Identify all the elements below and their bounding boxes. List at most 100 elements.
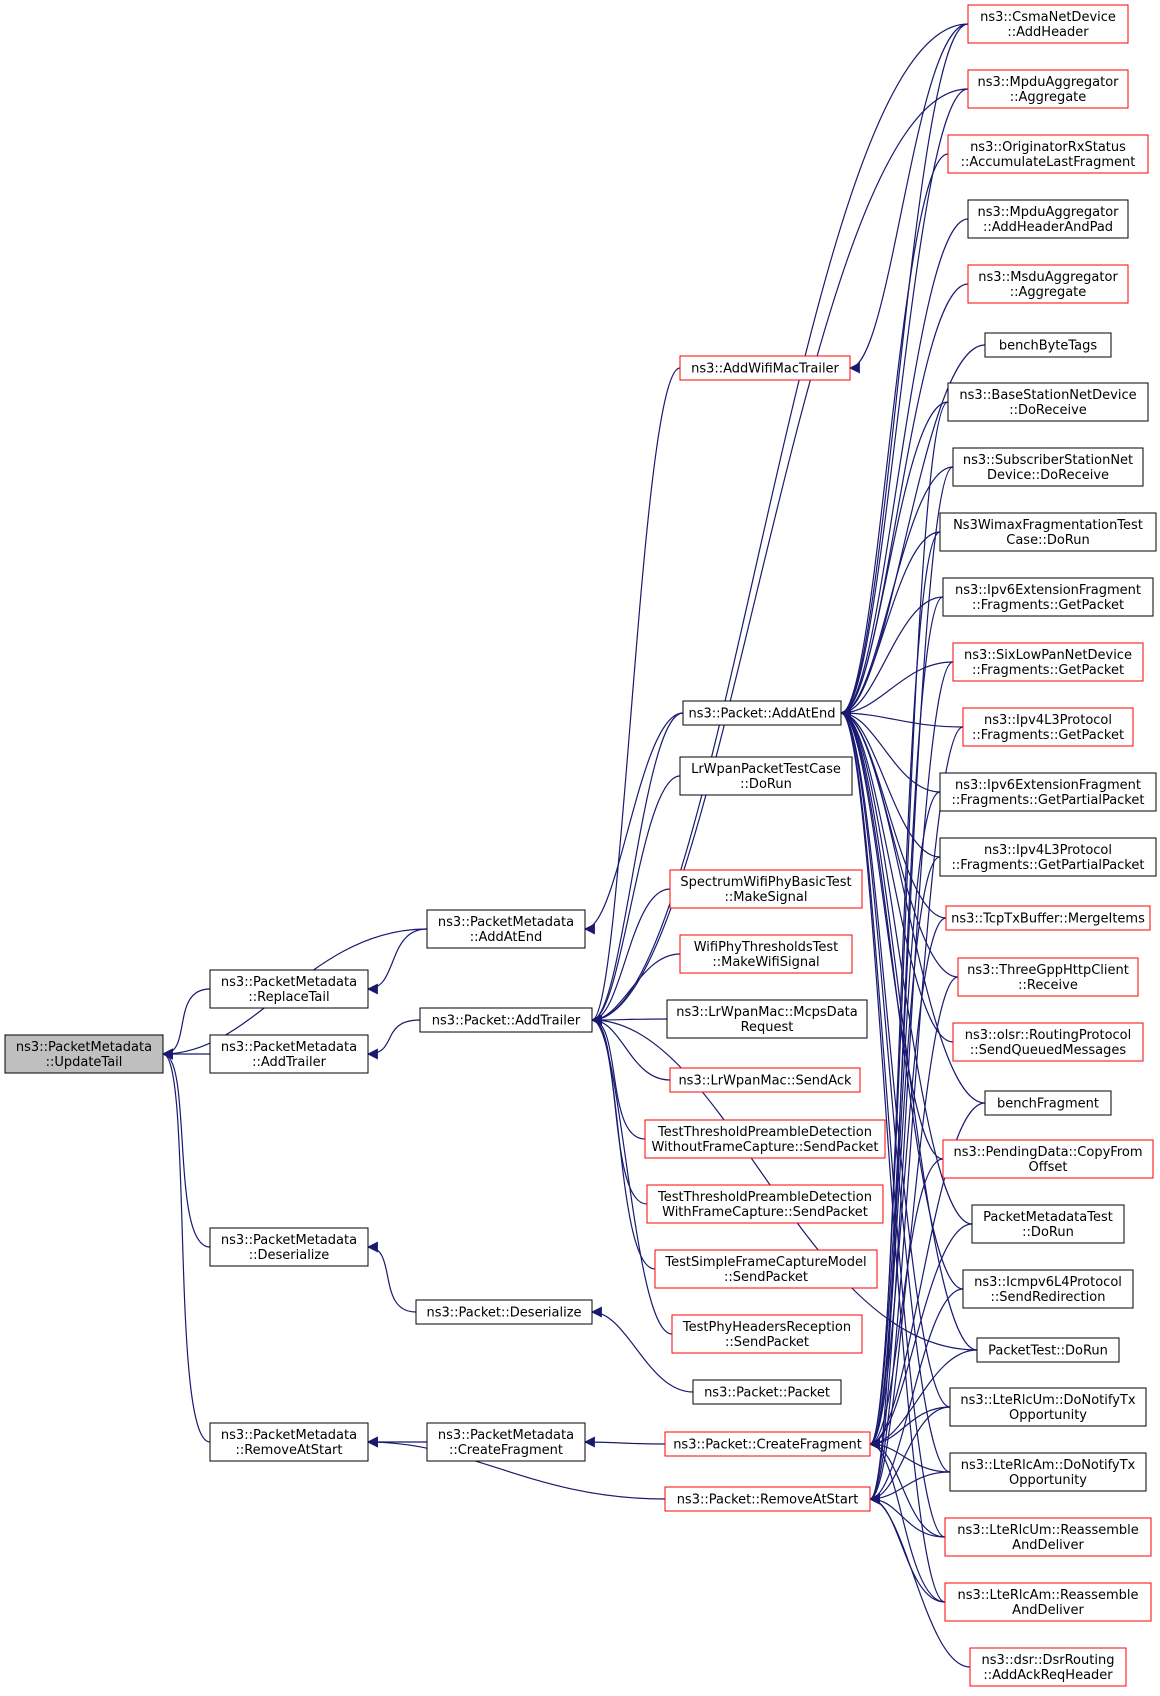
node-box[interactable] — [967, 264, 1129, 304]
graph-node-n15[interactable]: ns3::LrWpanMac::SendAck — [669, 1067, 861, 1093]
graph-node-n36[interactable]: ns3::Ipv4L3Protocol::Fragments::GetParti… — [939, 837, 1157, 877]
graph-node-n0[interactable]: ns3::PacketMetadata::UpdateTail — [4, 1034, 164, 1074]
graph-node-n11[interactable]: LrWpanPacketTestCase::DoRun — [679, 756, 853, 796]
graph-node-n42[interactable]: PacketMetadataTest::DoRun — [971, 1204, 1125, 1244]
graph-node-n29[interactable]: ns3::BaseStationNetDevice::DoReceive — [947, 382, 1149, 422]
graph-node-n23[interactable]: ns3::CsmaNetDevice::AddHeader — [967, 4, 1129, 44]
node-box[interactable] — [644, 1119, 886, 1159]
node-box[interactable] — [939, 772, 1157, 812]
graph-node-n13[interactable]: WifiPhyThresholdsTest::MakeWifiSignal — [679, 934, 853, 974]
node-box[interactable] — [679, 934, 853, 974]
node-box[interactable] — [654, 1249, 878, 1289]
node-box[interactable] — [942, 577, 1154, 617]
node-box[interactable] — [671, 1314, 863, 1354]
graph-node-n34[interactable]: ns3::Ipv4L3Protocol::Fragments::GetPacke… — [962, 707, 1134, 747]
node-box[interactable] — [957, 957, 1139, 997]
graph-node-n37[interactable]: ns3::TcpTxBuffer::MergeItems — [945, 905, 1151, 931]
graph-node-n26[interactable]: ns3::MpduAggregator::AddHeaderAndPad — [967, 199, 1129, 239]
node-box[interactable] — [415, 1299, 593, 1325]
node-box[interactable] — [939, 837, 1157, 877]
node-box[interactable] — [967, 199, 1129, 239]
graph-node-n49[interactable]: ns3::dsr::DsrRouting::AddAckReqHeader — [969, 1647, 1127, 1687]
node-box[interactable] — [949, 1387, 1147, 1427]
graph-node-n1[interactable]: ns3::PacketMetadata::ReplaceTail — [209, 969, 369, 1009]
node-box[interactable] — [967, 4, 1129, 44]
node-box[interactable] — [682, 700, 842, 726]
graph-node-n19[interactable]: TestPhyHeadersReception::SendPacket — [671, 1314, 863, 1354]
node-box[interactable] — [669, 1067, 861, 1093]
graph-node-n39[interactable]: ns3::olsr::RoutingProtocol::SendQueuedMe… — [952, 1022, 1144, 1062]
graph-node-n8[interactable]: ns3::PacketMetadata::CreateFragment — [426, 1422, 586, 1462]
graph-node-n10[interactable]: ns3::Packet::AddAtEnd — [682, 700, 842, 726]
node-box[interactable] — [426, 1422, 586, 1462]
node-box[interactable] — [962, 707, 1134, 747]
node-box[interactable] — [646, 1184, 884, 1224]
node-box[interactable] — [944, 1517, 1152, 1557]
node-box[interactable] — [419, 1007, 593, 1033]
graph-node-n40[interactable]: benchFragment — [984, 1090, 1112, 1116]
node-box[interactable] — [942, 1139, 1154, 1179]
node-box[interactable] — [664, 1431, 871, 1457]
graph-node-n7[interactable]: ns3::Packet::Deserialize — [415, 1299, 593, 1325]
graph-node-n6[interactable]: ns3::Packet::AddTrailer — [419, 1007, 593, 1033]
node-box[interactable] — [669, 869, 863, 909]
node-box[interactable] — [945, 905, 1151, 931]
graph-node-n28[interactable]: benchByteTags — [984, 332, 1112, 358]
node-box[interactable] — [947, 382, 1149, 422]
node-box[interactable] — [947, 134, 1149, 174]
graph-node-n21[interactable]: ns3::Packet::CreateFragment — [664, 1431, 871, 1457]
node-box[interactable] — [209, 969, 369, 1009]
node-box[interactable] — [969, 1647, 1127, 1687]
graph-node-n27[interactable]: ns3::MsduAggregator::Aggregate — [967, 264, 1129, 304]
graph-node-n35[interactable]: ns3::Ipv6ExtensionFragment::Fragments::G… — [939, 772, 1157, 812]
graph-node-n4[interactable]: ns3::PacketMetadata::RemoveAtStart — [209, 1422, 369, 1462]
node-box[interactable] — [984, 1090, 1112, 1116]
node-box[interactable] — [679, 756, 853, 796]
graph-node-n17[interactable]: TestThresholdPreambleDetectionWithFrameC… — [646, 1184, 884, 1224]
node-box[interactable] — [952, 1022, 1144, 1062]
node-box[interactable] — [209, 1422, 369, 1462]
node-box[interactable] — [984, 332, 1112, 358]
graph-node-n5[interactable]: ns3::PacketMetadata::AddAtEnd — [426, 909, 586, 949]
node-box[interactable] — [692, 1379, 842, 1405]
node-box[interactable] — [679, 355, 851, 381]
graph-node-n38[interactable]: ns3::ThreeGppHttpClient::Receive — [957, 957, 1139, 997]
node-box[interactable] — [939, 512, 1157, 552]
node-box[interactable] — [976, 1337, 1120, 1363]
node-box[interactable] — [664, 1486, 871, 1512]
graph-node-n24[interactable]: ns3::MpduAggregator::Aggregate — [967, 69, 1129, 109]
node-box[interactable] — [952, 642, 1144, 682]
node-box[interactable] — [967, 69, 1129, 109]
graph-node-n16[interactable]: TestThresholdPreambleDetectionWithoutFra… — [644, 1119, 886, 1159]
graph-node-n12[interactable]: SpectrumWifiPhyBasicTest::MakeSignal — [669, 869, 863, 909]
graph-node-n44[interactable]: PacketTest::DoRun — [976, 1337, 1120, 1363]
graph-node-n20[interactable]: ns3::Packet::Packet — [692, 1379, 842, 1405]
graph-node-n33[interactable]: ns3::SixLowPanNetDevice::Fragments::GetP… — [952, 642, 1144, 682]
node-box[interactable] — [944, 1582, 1152, 1622]
node-box[interactable] — [4, 1034, 164, 1074]
node-box[interactable] — [209, 1034, 369, 1074]
graph-node-n30[interactable]: ns3::SubscriberStationNetDevice::DoRecei… — [952, 447, 1144, 487]
graph-node-n18[interactable]: TestSimpleFrameCaptureModel::SendPacket — [654, 1249, 878, 1289]
graph-node-n2[interactable]: ns3::PacketMetadata::AddTrailer — [209, 1034, 369, 1074]
node-box[interactable] — [209, 1227, 369, 1267]
graph-node-n9[interactable]: ns3::AddWifiMacTrailer — [679, 355, 851, 381]
graph-node-n32[interactable]: ns3::Ipv6ExtensionFragment::Fragments::G… — [942, 577, 1154, 617]
graph-node-n25[interactable]: ns3::OriginatorRxStatus::AccumulateLastF… — [947, 134, 1149, 174]
node-box[interactable] — [426, 909, 586, 949]
graph-node-n3[interactable]: ns3::PacketMetadata::Deserialize — [209, 1227, 369, 1267]
node-box[interactable] — [666, 999, 868, 1039]
node-box[interactable] — [949, 1452, 1147, 1492]
graph-node-n43[interactable]: ns3::Icmpv6L4Protocol::SendRedirection — [962, 1269, 1134, 1309]
node-box[interactable] — [952, 447, 1144, 487]
node-box[interactable] — [962, 1269, 1134, 1309]
graph-node-n22[interactable]: ns3::Packet::RemoveAtStart — [664, 1486, 871, 1512]
node-box[interactable] — [971, 1204, 1125, 1244]
